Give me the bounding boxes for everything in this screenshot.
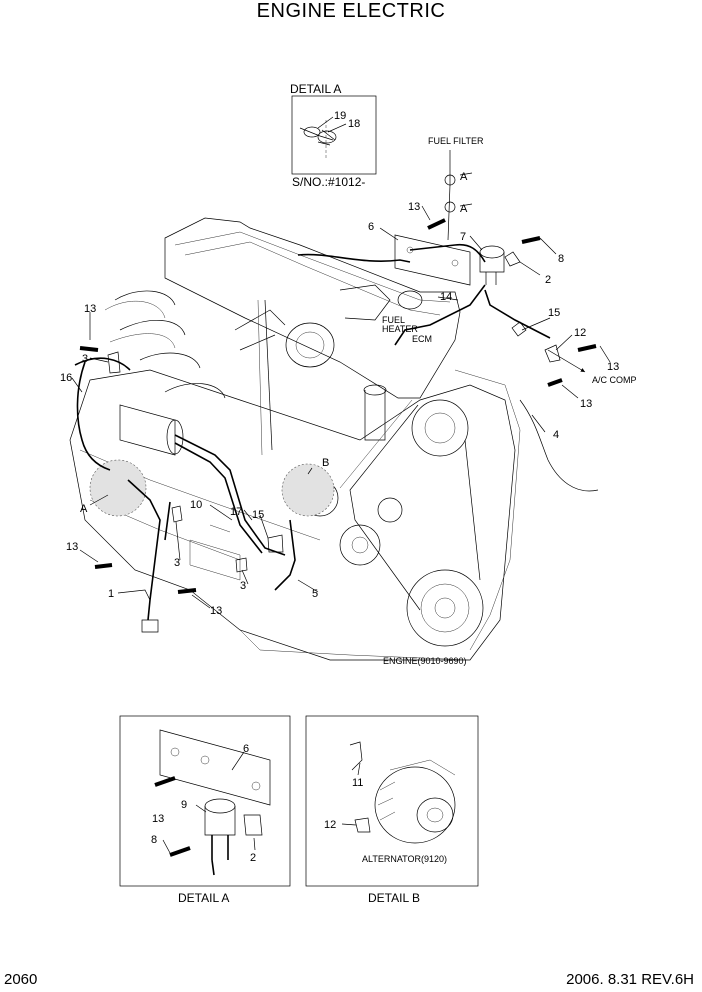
callout-10: 10 bbox=[190, 499, 202, 511]
label-ac-comp: A/C COMP bbox=[592, 375, 637, 385]
serial-number-note: S/NO.:#1012- bbox=[292, 175, 365, 189]
callout-3-left: 3 bbox=[82, 353, 88, 365]
connector-1 bbox=[141, 619, 159, 633]
clamp-part-19-18 bbox=[299, 120, 337, 160]
callout-13-mid: 13 bbox=[580, 398, 592, 410]
crank-pulley-upper bbox=[411, 399, 469, 457]
detail-a-box: 6 13 9 8 2 DETAIL A bbox=[119, 715, 291, 905]
callout-16: 16 bbox=[60, 372, 72, 384]
callout-17: 17 bbox=[230, 506, 242, 518]
clip-3-mid bbox=[171, 505, 183, 523]
callout-6: 6 bbox=[368, 221, 374, 233]
valve-cover bbox=[164, 217, 461, 399]
turbocharger bbox=[285, 322, 335, 368]
clamp-2 bbox=[504, 251, 521, 267]
ref-a-2: A bbox=[460, 203, 468, 215]
callout-13-bottom: 13 bbox=[210, 605, 222, 617]
callout-14: 14 bbox=[440, 291, 452, 303]
detail-a-clamp bbox=[243, 814, 263, 836]
bracket-clip-12 bbox=[544, 344, 561, 363]
label-fuel-filter: FUEL FILTER bbox=[428, 136, 484, 146]
ground-strap bbox=[519, 399, 599, 492]
callout-4: 4 bbox=[553, 429, 559, 441]
callout-19: 19 bbox=[334, 110, 346, 122]
label-fuel: FUEL bbox=[382, 315, 405, 325]
detail-b-callout-11: 11 bbox=[352, 777, 363, 789]
detail-a-top-frame bbox=[291, 95, 377, 175]
detail-a-relay bbox=[204, 798, 236, 814]
drive-belt bbox=[349, 404, 481, 611]
detail-a-top-heading: DETAIL A bbox=[290, 82, 341, 96]
harness-clip-15 bbox=[511, 321, 527, 337]
detail-a-callout-13: 13 bbox=[152, 813, 164, 825]
callout-5: 5 bbox=[312, 588, 318, 600]
bolts bbox=[79, 218, 597, 594]
leader-lines bbox=[71, 172, 611, 609]
callout-13-lower: 13 bbox=[66, 541, 78, 553]
callout-12: 12 bbox=[574, 327, 586, 339]
label-ecm: ECM bbox=[412, 334, 432, 344]
label-alternator-model: ALTERNATOR(9120) bbox=[362, 854, 447, 864]
callout-8: 8 bbox=[558, 253, 564, 265]
ref-a-left: A bbox=[80, 503, 88, 515]
callout-15-mid: 15 bbox=[252, 509, 264, 521]
ref-b: B bbox=[322, 457, 329, 469]
alternator-bracket bbox=[354, 817, 371, 833]
callout-3-low: 3 bbox=[240, 580, 246, 592]
callout-15-right: 15 bbox=[548, 307, 560, 319]
revision-date: 2006. 8.31 REV.6H bbox=[566, 971, 694, 988]
wiring-harness bbox=[74, 150, 551, 621]
callout-13-top: 13 bbox=[408, 201, 420, 213]
detail-b-frame bbox=[305, 715, 479, 887]
callout-7: 7 bbox=[460, 231, 466, 243]
detail-b-zone bbox=[281, 463, 335, 517]
page-number: 2060 bbox=[4, 971, 38, 988]
detail-b-box: 11 12 ALTERNATOR(9120) DETAIL B bbox=[305, 715, 479, 905]
callout-18: 18 bbox=[348, 118, 360, 130]
detail-a-caption: DETAIL A bbox=[178, 891, 229, 905]
page-title: ENGINE ELECTRIC bbox=[256, 0, 446, 22]
callout-3-mid: 3 bbox=[174, 557, 180, 569]
callout-13-left: 13 bbox=[84, 303, 96, 315]
callout-1: 1 bbox=[108, 588, 114, 600]
detail-a-callout-9: 9 bbox=[181, 799, 187, 811]
detail-a-bracket bbox=[159, 729, 271, 806]
engine-drawing bbox=[69, 217, 521, 661]
engine-block bbox=[69, 369, 516, 661]
harness-bracket-plate bbox=[394, 234, 471, 286]
clip-15-mid bbox=[267, 534, 284, 553]
main-callouts: 13 6 7 8 2 14 15 12 13 13 4 13 3 16 10 1… bbox=[60, 201, 619, 617]
detail-a-frame bbox=[119, 715, 291, 887]
fuel-heater-relay bbox=[479, 245, 505, 285]
detail-a-callout-8: 8 bbox=[151, 834, 157, 846]
callout-2: 2 bbox=[545, 274, 551, 286]
callout-13-ac: 13 bbox=[607, 361, 619, 373]
clip-3-low bbox=[235, 557, 248, 573]
detail-a-callout-2: 2 bbox=[250, 852, 256, 864]
detail-b-callout-12: 12 bbox=[324, 819, 336, 831]
detail-circles bbox=[89, 459, 335, 517]
label-engine-model: ENGINE(9010-9690) bbox=[383, 656, 467, 666]
clip-3-left bbox=[107, 351, 121, 374]
damper-pulley bbox=[406, 569, 484, 647]
ref-a-1: A bbox=[460, 171, 468, 183]
label-heater: HEATER bbox=[382, 324, 418, 334]
main-labels: FUEL FILTER A A FUEL HEATER ECM A/C COMP… bbox=[80, 136, 637, 666]
alternator bbox=[374, 766, 456, 844]
detail-a-callout-6: 6 bbox=[243, 743, 249, 755]
detail-a-zone bbox=[89, 459, 147, 517]
detail-b-caption: DETAIL B bbox=[368, 891, 420, 905]
detail-a-inset-top: DETAIL A 19 18 S/NO.:#1012- bbox=[290, 82, 377, 189]
